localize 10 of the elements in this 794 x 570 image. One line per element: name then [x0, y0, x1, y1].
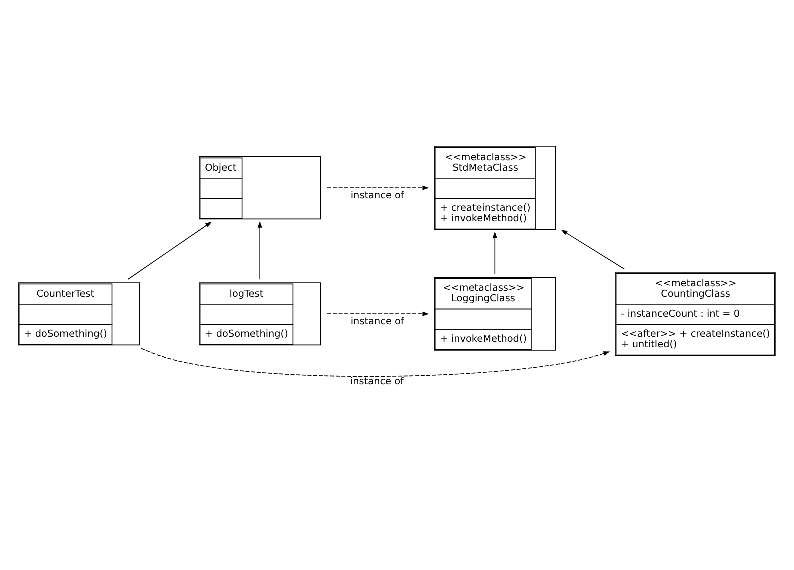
edge-label: instance of	[350, 316, 404, 328]
arrow	[140, 348, 610, 378]
arrow	[258, 221, 262, 280]
arrow	[128, 222, 212, 280]
edge-label: instance of	[350, 376, 404, 388]
arrow	[561, 230, 625, 270]
arrow	[492, 232, 498, 275]
arrow	[327, 186, 430, 190]
edge-label: instance of	[350, 190, 404, 202]
arrow	[327, 312, 430, 316]
